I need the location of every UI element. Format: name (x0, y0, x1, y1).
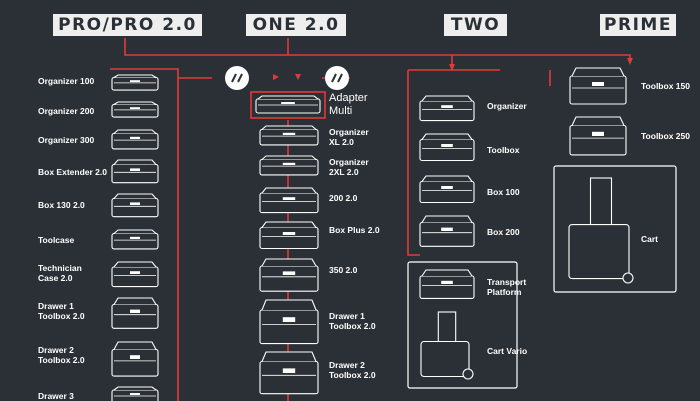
one-item-label: Adapter Multi (329, 92, 368, 117)
two-item-illustration (419, 215, 475, 247)
pro-item-illustration (111, 297, 159, 329)
pro-item-illustration (111, 193, 159, 218)
two-item-illustration (419, 175, 475, 204)
two-item-illustration (419, 133, 475, 162)
one-item-label: Drawer 2 Toolbox 2.0 (329, 360, 376, 380)
pro-item-label: Organizer 100 (38, 76, 95, 86)
two-item-label: Box 100 (487, 187, 520, 197)
two-item-illustration (420, 311, 474, 380)
one-item-label: Drawer 1 Toolbox 2.0 (329, 311, 376, 331)
two-item-illustration (419, 95, 475, 122)
prime-cart-illustration (568, 177, 634, 284)
one-item-label: Box Plus 2.0 (329, 225, 380, 235)
one-item-illustration (259, 221, 319, 250)
column-header-two: TWO (444, 14, 507, 36)
prime-item-label: Toolbox 150 (641, 81, 690, 91)
two-item-label: Cart Vario (487, 346, 528, 356)
pro-item-illustration (111, 386, 159, 401)
two-item-label: Toolbox (487, 145, 520, 155)
pro-item-label: Box Extender 2.0 (38, 167, 107, 177)
prime-item-label: Toolbox 250 (641, 131, 690, 141)
prime-item-illustration (569, 67, 627, 105)
pro-item-illustration (111, 159, 159, 184)
two-item-label: Transport Platform (487, 277, 527, 297)
two-item-label: Organizer (487, 101, 527, 111)
one-item-illustration (259, 187, 319, 214)
pro-item-label: Organizer 200 (38, 106, 95, 116)
pro-item-illustration (111, 129, 159, 150)
pro-item-illustration (111, 341, 159, 377)
pro-item-label: Drawer 1 Toolbox 2.0 (38, 301, 85, 321)
two-item-illustration (419, 269, 475, 299)
one-item-illustration (259, 351, 319, 395)
pro-item-illustration (111, 261, 159, 288)
one-item-label: Organizer XL 2.0 (329, 127, 369, 147)
pro-item-illustration (111, 229, 159, 250)
pro-item-illustration (111, 101, 159, 118)
pro-item-label: Technician Case 2.0 (38, 263, 82, 283)
prime-item-label: Cart (641, 234, 659, 244)
one-item-illustration (259, 155, 319, 176)
one-item-label: 200 2.0 (329, 193, 358, 203)
two-item-label: Box 200 (487, 227, 520, 237)
pro-item-illustration (111, 74, 159, 91)
column-header-one: ONE 2.0 (246, 14, 346, 36)
one-item-label: Organizer 2XL 2.0 (329, 157, 369, 177)
pro-item-label: Toolcase (38, 235, 75, 245)
one-item-label: 350 2.0 (329, 265, 358, 275)
one-item-illustration (259, 125, 319, 146)
pro-item-label: Drawer 2 Toolbox 2.0 (38, 345, 85, 365)
adapter-multi-illustration (255, 95, 321, 114)
one-item-illustration (259, 258, 319, 292)
pro-item-label: Organizer 300 (38, 135, 95, 145)
column-header-pro: PRO/PRO 2.0 (53, 14, 202, 36)
column-header-prime: PRIME (600, 14, 676, 36)
pro-item-label: Drawer 3 (38, 391, 74, 401)
prime-item-illustration (569, 116, 627, 156)
chain-link-icon (225, 66, 349, 90)
pro-item-label: Box 130 2.0 (38, 200, 85, 210)
one-item-illustration (259, 299, 319, 345)
